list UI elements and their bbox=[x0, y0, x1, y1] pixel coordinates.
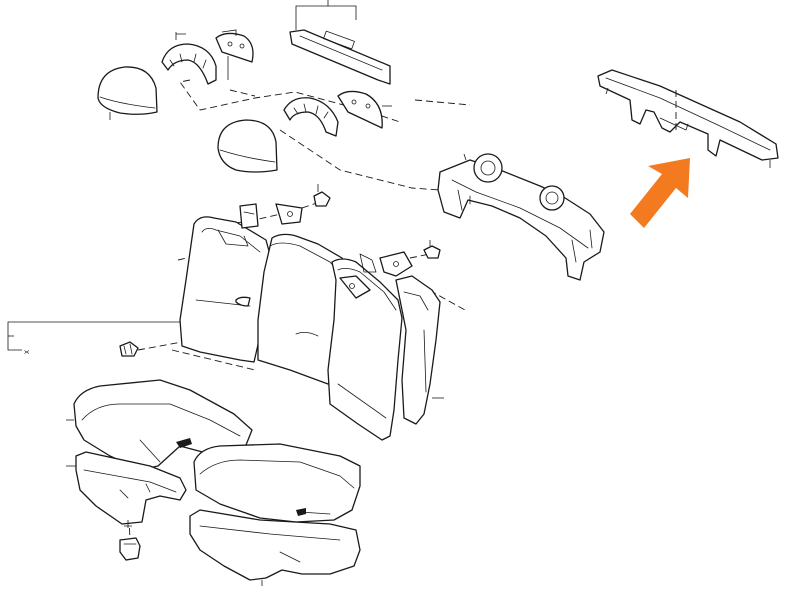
headrest-left bbox=[97, 66, 158, 120]
seat-back-frame bbox=[437, 153, 605, 281]
seat-back-side-panel bbox=[379, 251, 444, 425]
callout-marker: x bbox=[22, 350, 31, 354]
small-mounting-bracket bbox=[119, 520, 141, 561]
callout-bracket-left: x bbox=[7, 321, 180, 354]
mounting-bolt-right bbox=[423, 240, 441, 259]
highlight-arrow bbox=[630, 158, 690, 228]
seat-back-left bbox=[179, 216, 273, 363]
seat-back-upper-rail bbox=[597, 69, 779, 168]
rear-parcel-trim-panel bbox=[289, 0, 391, 85]
seat-back-right bbox=[327, 253, 403, 441]
seat-back-centre bbox=[239, 203, 351, 385]
headrest-centre bbox=[217, 119, 278, 173]
mounting-clip-left bbox=[119, 341, 139, 357]
highlight-arrow-shape bbox=[630, 158, 690, 228]
mounting-bolt-top bbox=[313, 184, 331, 207]
seat-base-left bbox=[66, 451, 187, 525]
headrest-clip-upper-right bbox=[215, 29, 254, 80]
seat-cushion-right bbox=[193, 443, 361, 523]
seat-base-right bbox=[189, 509, 361, 586]
headrest-guide-lower-left bbox=[283, 97, 339, 137]
headrest-guide-upper-left bbox=[161, 32, 217, 85]
headrest-clip-lower-right bbox=[337, 90, 392, 129]
